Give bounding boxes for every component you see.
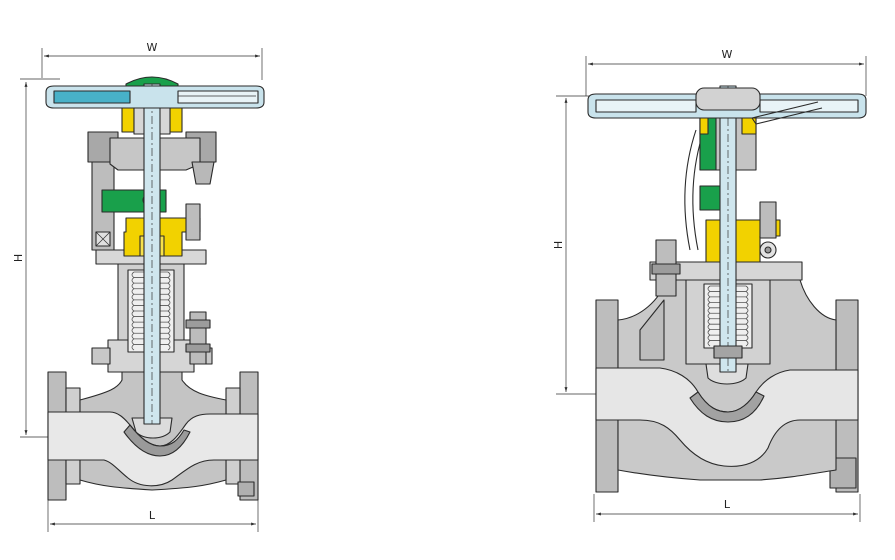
right-valve: W H L bbox=[552, 48, 867, 522]
right-gland bbox=[705, 201, 781, 263]
right-height-label: H bbox=[552, 241, 565, 249]
right-length-dimension: L bbox=[593, 494, 861, 522]
right-upper-nut bbox=[699, 117, 757, 171]
right-width-label: W bbox=[722, 48, 733, 61]
left-handwheel bbox=[45, 85, 265, 109]
left-stem bbox=[143, 83, 161, 425]
left-yoke bbox=[87, 131, 217, 251]
left-length-dimension: L bbox=[47, 500, 259, 532]
right-stem bbox=[713, 85, 743, 373]
right-height-dimension: H bbox=[552, 95, 596, 395]
left-length-label: L bbox=[149, 509, 156, 522]
right-width-dimension: W bbox=[585, 48, 867, 96]
left-height-dimension: H bbox=[12, 78, 60, 438]
left-width-label: W bbox=[147, 41, 158, 54]
right-handwheel bbox=[587, 87, 867, 125]
left-valve: W H L bbox=[12, 41, 265, 532]
right-length-label: L bbox=[724, 498, 731, 511]
left-width-dimension: W bbox=[41, 41, 263, 80]
left-height-label: H bbox=[12, 254, 25, 262]
